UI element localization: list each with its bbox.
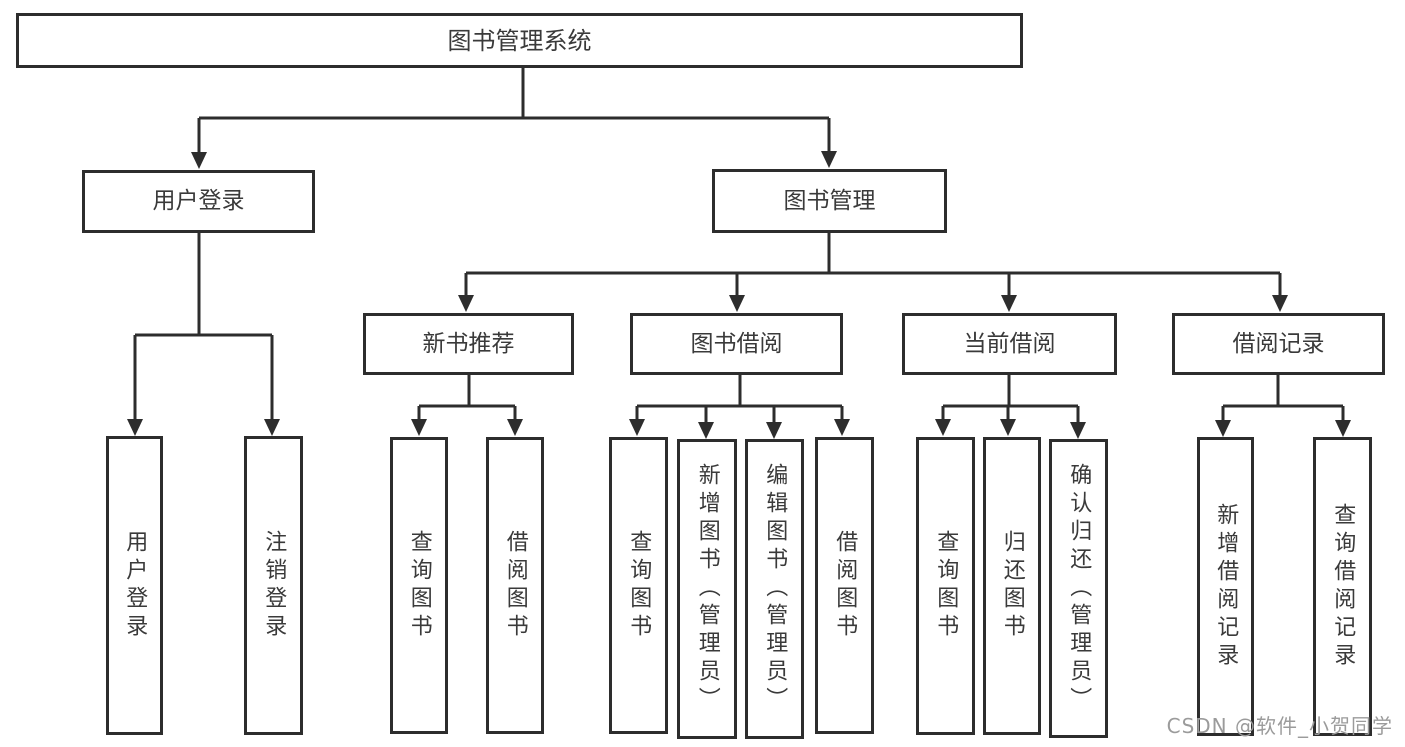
leaf-add-books-admin-label: 新增图书（管理员） bbox=[694, 463, 720, 715]
leaf-return-books-label: 归还图书 bbox=[999, 530, 1025, 642]
leaf-borrow-books-2-label: 借阅图书 bbox=[832, 529, 858, 642]
node-new-book-recommend: 新书推荐 bbox=[363, 313, 574, 375]
arrowheads bbox=[127, 151, 1351, 439]
leaf-borrow-books-2: 借阅图书 bbox=[815, 437, 874, 734]
node-borrow-records: 借阅记录 bbox=[1172, 313, 1385, 375]
leaf-query-books-1-label: 查询图书 bbox=[406, 529, 432, 642]
leaf-logout: 注销登录 bbox=[244, 436, 303, 735]
node-user-login: 用户登录 bbox=[82, 170, 315, 233]
leaf-add-borrow-record: 新增借阅记录 bbox=[1197, 437, 1254, 736]
leaf-query-books-2: 查询图书 bbox=[609, 437, 668, 734]
node-book-management-label: 图书管理 bbox=[783, 187, 876, 214]
leaf-borrow-books-1-label: 借阅图书 bbox=[502, 529, 528, 642]
leaf-borrow-books-1: 借阅图书 bbox=[486, 437, 544, 734]
leaf-user-login-label: 用户登录 bbox=[122, 529, 148, 642]
leaf-logout-label: 注销登录 bbox=[261, 529, 287, 642]
leaf-return-books: 归还图书 bbox=[983, 437, 1041, 735]
leaf-confirm-return-admin: 确认归还（管理员） bbox=[1049, 439, 1108, 738]
node-root-system: 图书管理系统 bbox=[16, 13, 1023, 68]
leaf-query-borrow-record: 查询借阅记录 bbox=[1313, 437, 1372, 736]
leaf-query-books-3: 查询图书 bbox=[916, 437, 975, 735]
leaf-add-books-admin: 新增图书（管理员） bbox=[677, 439, 737, 739]
leaf-edit-books-admin: 编辑图书（管理员） bbox=[745, 439, 804, 739]
leaf-query-books-3-label: 查询图书 bbox=[933, 530, 959, 642]
leaf-confirm-return-admin-label: 确认归还（管理员） bbox=[1066, 462, 1092, 715]
leaf-query-books-2-label: 查询图书 bbox=[626, 529, 652, 642]
csdn-watermark: CSDN @软件_小贺同学 bbox=[1166, 714, 1393, 738]
node-book-management: 图书管理 bbox=[712, 169, 947, 233]
node-book-borrow: 图书借阅 bbox=[630, 313, 843, 375]
node-new-book-recommend-label: 新书推荐 bbox=[422, 330, 515, 357]
leaf-add-borrow-record-label: 新增借阅记录 bbox=[1213, 502, 1239, 671]
leaf-query-books-1: 查询图书 bbox=[390, 437, 448, 734]
leaf-query-borrow-record-label: 查询借阅记录 bbox=[1330, 502, 1356, 671]
node-book-borrow-label: 图书借阅 bbox=[690, 330, 783, 357]
node-user-login-label: 用户登录 bbox=[152, 188, 245, 215]
node-borrow-records-label: 借阅记录 bbox=[1232, 330, 1325, 357]
node-root-label: 图书管理系统 bbox=[447, 26, 592, 55]
leaf-edit-books-admin-label: 编辑图书（管理员） bbox=[762, 463, 788, 715]
leaf-user-login: 用户登录 bbox=[106, 436, 163, 735]
node-current-borrow-label: 当前借阅 bbox=[963, 330, 1056, 357]
node-current-borrow: 当前借阅 bbox=[902, 313, 1117, 375]
